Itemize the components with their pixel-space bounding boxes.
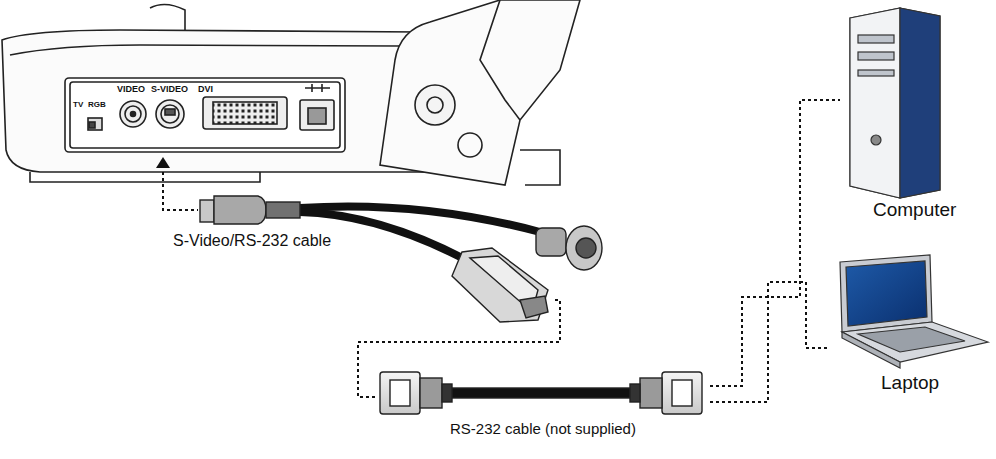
device-label: S-Video/RS-232 cable xyxy=(171,232,333,250)
leader-line xyxy=(163,172,198,210)
device-label: RS-232 cable (not supplied) xyxy=(448,420,638,437)
port-label: RGB xyxy=(88,100,106,109)
device-label: Laptop xyxy=(879,372,941,394)
port-label: S-VIDEO xyxy=(151,84,188,94)
document-camera xyxy=(2,0,580,185)
device-group: S-Video/RS-232 cable xyxy=(165,190,555,325)
port-label: TV xyxy=(73,100,83,109)
cable-link xyxy=(358,300,560,397)
serial-cable xyxy=(380,372,702,414)
device-label: Computer xyxy=(871,199,958,221)
port-label: VIDEO xyxy=(117,84,145,94)
device-group: RS-232 cable (not supplied) xyxy=(375,368,710,458)
device-group: Laptop xyxy=(828,252,992,402)
port-label: DVI xyxy=(198,84,213,94)
computer-tower xyxy=(850,8,940,198)
laptop xyxy=(840,255,988,368)
split-cable xyxy=(200,196,602,322)
port-pointer xyxy=(156,157,170,168)
cable-link xyxy=(710,282,828,402)
device-group: Computer xyxy=(840,6,990,226)
cable-link xyxy=(710,100,840,386)
